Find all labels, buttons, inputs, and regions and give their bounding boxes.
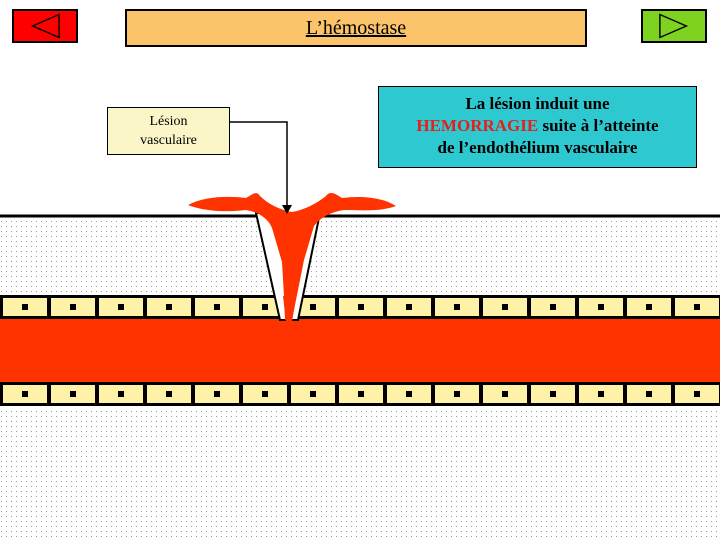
previous-slide-button[interactable] <box>12 9 78 43</box>
cell-nucleus <box>310 391 316 397</box>
cell-nucleus <box>550 304 556 310</box>
play-left-icon <box>30 13 60 39</box>
cell-nucleus <box>22 391 28 397</box>
cell-nucleus <box>118 391 124 397</box>
hemorrhage-blood <box>188 192 396 320</box>
next-slide-button[interactable] <box>641 9 707 43</box>
vessel-lumen <box>0 318 720 384</box>
cell-nucleus <box>118 304 124 310</box>
page-title: L’hémostase <box>305 17 407 39</box>
cell-nucleus <box>694 304 700 310</box>
cell-nucleus <box>454 391 460 397</box>
pointer-line <box>230 121 288 207</box>
hemorrhage-highlight: HEMORRAGIE <box>416 116 539 135</box>
cell-nucleus <box>214 304 220 310</box>
cell-nucleus <box>166 391 172 397</box>
blood-channel <box>283 296 296 322</box>
cell-nucleus <box>502 391 508 397</box>
cell-nucleus <box>550 391 556 397</box>
cell-nucleus <box>262 391 268 397</box>
lesion-label-box: Lésion vasculaire <box>107 107 230 155</box>
cell-nucleus <box>22 304 28 310</box>
cell-nucleus <box>598 304 604 310</box>
cell-nucleus <box>166 304 172 310</box>
play-right-icon <box>659 13 689 39</box>
endothelial-cells-upper <box>3 298 719 316</box>
cell-nucleus <box>694 391 700 397</box>
cell-nucleus <box>502 304 508 310</box>
info-line1: La lésion induit une <box>465 94 610 113</box>
cell-nucleus <box>598 391 604 397</box>
cell-nucleus <box>406 391 412 397</box>
lesion-label-line2: vasculaire <box>140 133 197 148</box>
cell-nucleus <box>310 304 316 310</box>
cell-nucleus <box>70 304 76 310</box>
lesion-label-line1: Lésion <box>149 114 188 129</box>
pointer-arrowhead <box>282 205 292 214</box>
tissue-upper <box>0 216 720 296</box>
info-line2-rest: suite à l’atteinte <box>538 116 659 135</box>
info-line2: HEMORRAGIE suite à l’atteinte <box>379 115 696 137</box>
cell-nucleus <box>406 304 412 310</box>
title-box: L’hémostase <box>125 9 587 47</box>
cell-nucleus <box>262 304 268 310</box>
cell-nucleus <box>646 391 652 397</box>
endothelial-cells-lower <box>3 385 719 403</box>
tissue-lower <box>0 408 720 540</box>
cell-nucleus <box>70 391 76 397</box>
cell-nucleus <box>646 304 652 310</box>
info-box: La lésion induit une HEMORRAGIE suite à … <box>378 86 697 168</box>
cell-nucleus <box>454 304 460 310</box>
cell-nucleus <box>214 391 220 397</box>
cell-nucleus <box>358 304 364 310</box>
cell-nucleus <box>358 391 364 397</box>
info-line3: de l’endothélium vasculaire <box>437 138 638 157</box>
